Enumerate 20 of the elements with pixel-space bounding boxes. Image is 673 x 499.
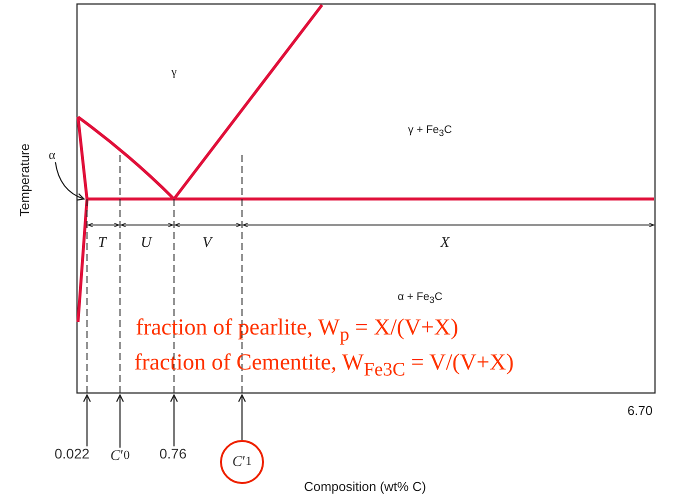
formula-text: fraction of Cementite, W$_{Fe3C}$ = V/(V+X) — [134, 350, 514, 380]
phase-label: γ — [171, 65, 177, 79]
segment-label: V — [202, 234, 212, 252]
segment-label: X — [440, 234, 450, 252]
arrow — [170, 394, 178, 446]
formula-text: fraction of pearlite, W$_{p}$ = X/(V+X) — [136, 314, 458, 346]
axis-title: Temperature — [18, 144, 32, 216]
arrow — [238, 394, 246, 440]
tick-label: 6.70 — [627, 404, 653, 418]
segment-label: U — [140, 234, 152, 252]
phase-label: α + Fe$_{3}$C — [398, 290, 442, 306]
arrow — [116, 394, 124, 448]
axis-title: Composition (wt% C) — [304, 480, 426, 494]
composition-label: α — [48, 148, 56, 162]
leader-line — [54, 162, 85, 200]
composition-label: 0.022 — [54, 446, 90, 462]
phase-label: γ + Fe$_{3}$C — [408, 124, 452, 138]
arrow — [83, 394, 91, 446]
composition-label: 0.76 — [159, 446, 187, 462]
segment-label: T — [98, 234, 106, 252]
